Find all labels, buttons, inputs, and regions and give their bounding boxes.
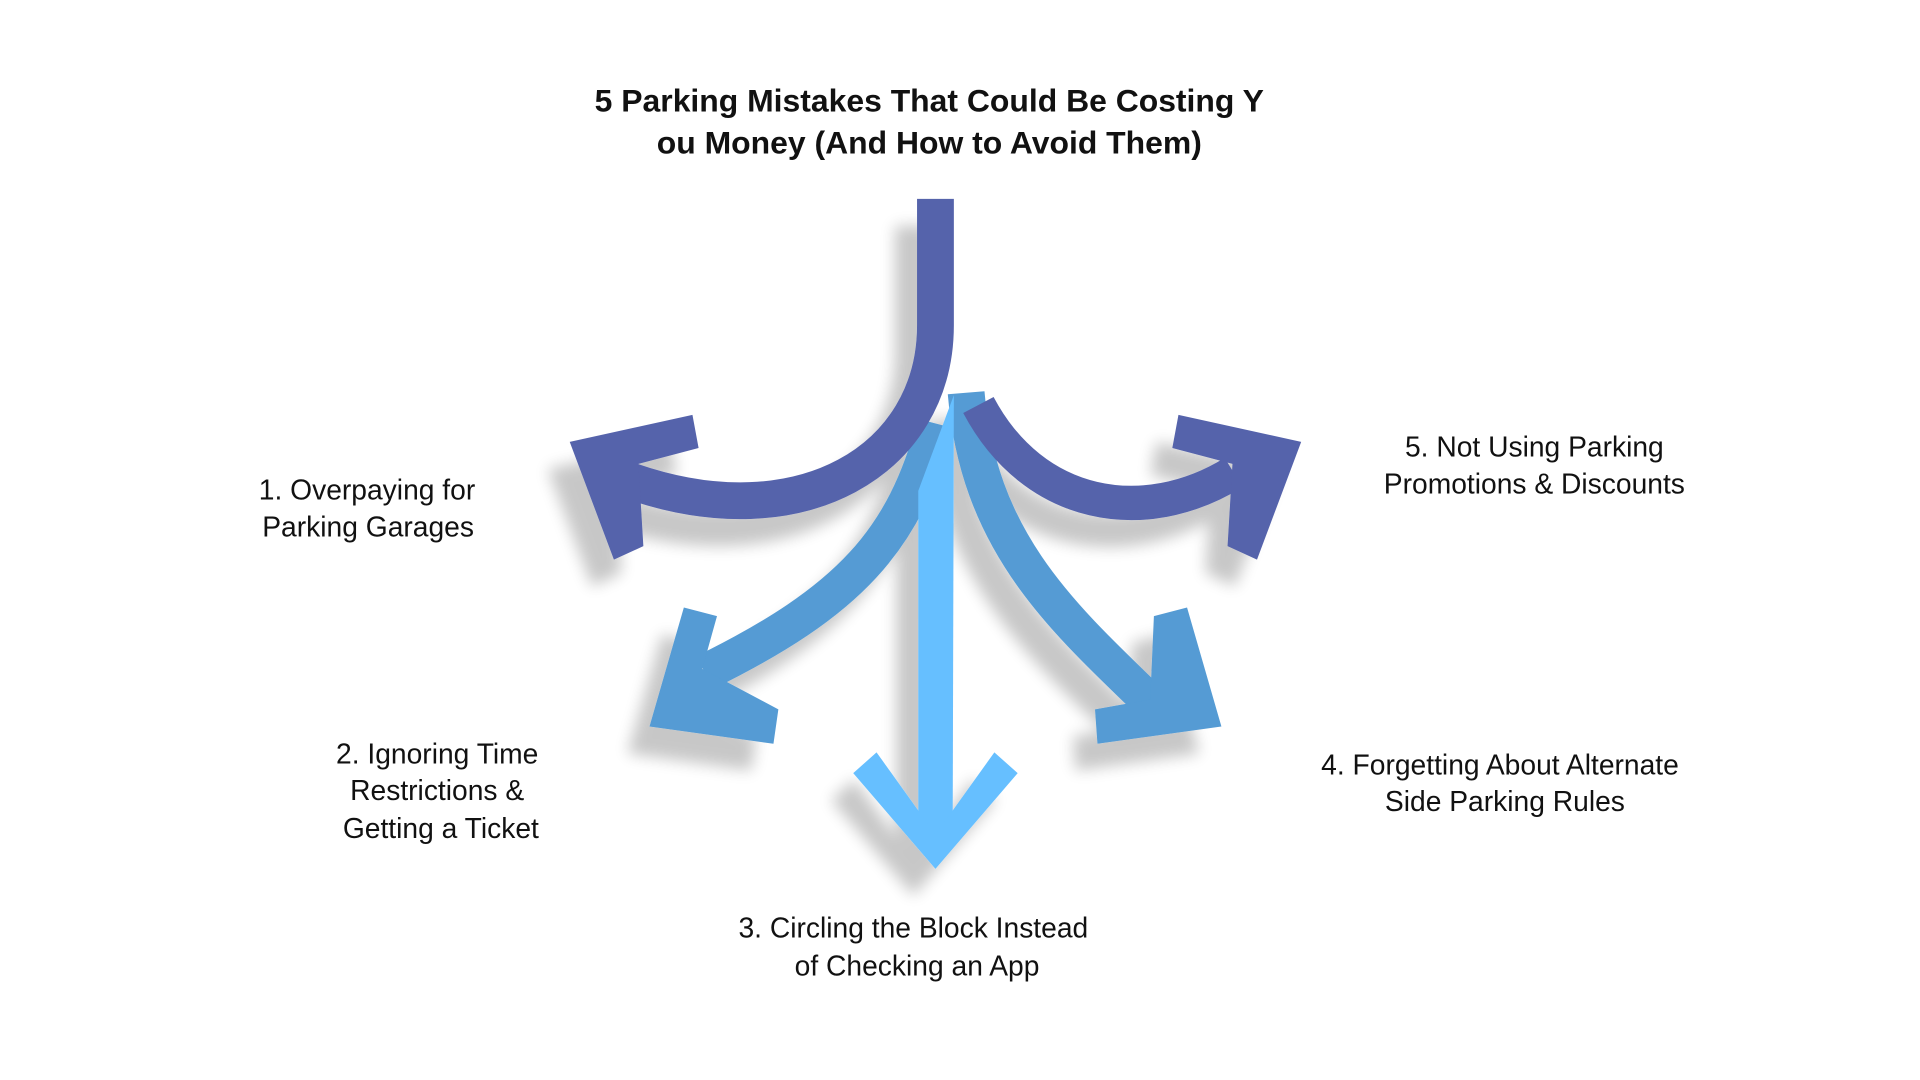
label-line: Parking Garages	[262, 510, 474, 542]
label-line: Side Parking Rules	[1385, 785, 1625, 817]
label-line: Promotions & Discounts	[1384, 467, 1685, 499]
diagram-title-line2: ou Money (And How to Avoid Them)	[657, 124, 1202, 160]
label-item-2: 2. Ignoring Time Restrictions & Getting …	[336, 737, 539, 844]
label-item-5: 5. Not Using Parking Promotions & Discou…	[1384, 431, 1685, 500]
label-line: 1. Overpaying for	[259, 474, 475, 506]
arrow-item-3	[853, 395, 1018, 869]
label-line: Getting a Ticket	[343, 812, 539, 844]
label-line: 5. Not Using Parking	[1405, 431, 1664, 463]
arrow-item-2	[649, 418, 954, 744]
label-line: 4. Forgetting About Alternate	[1321, 748, 1679, 780]
arrow-item-5	[963, 396, 1302, 560]
label-line: 3. Circling the Block Instead	[738, 912, 1088, 944]
label-line: of Checking an App	[795, 950, 1040, 982]
label-item-4: 4. Forgetting About Alternate Side Parki…	[1321, 748, 1679, 817]
label-item-1: 1. Overpaying for Parking Garages	[259, 474, 475, 543]
arrow-item-1	[569, 198, 954, 560]
label-item-3: 3. Circling the Block Instead of Checkin…	[738, 912, 1088, 982]
arrow-item-4	[947, 391, 1222, 744]
label-line: 2. Ignoring Time	[336, 737, 538, 769]
diagram-title-line1: 5 Parking Mistakes That Could Be Costing…	[595, 83, 1264, 119]
label-line: Restrictions &	[350, 774, 524, 806]
